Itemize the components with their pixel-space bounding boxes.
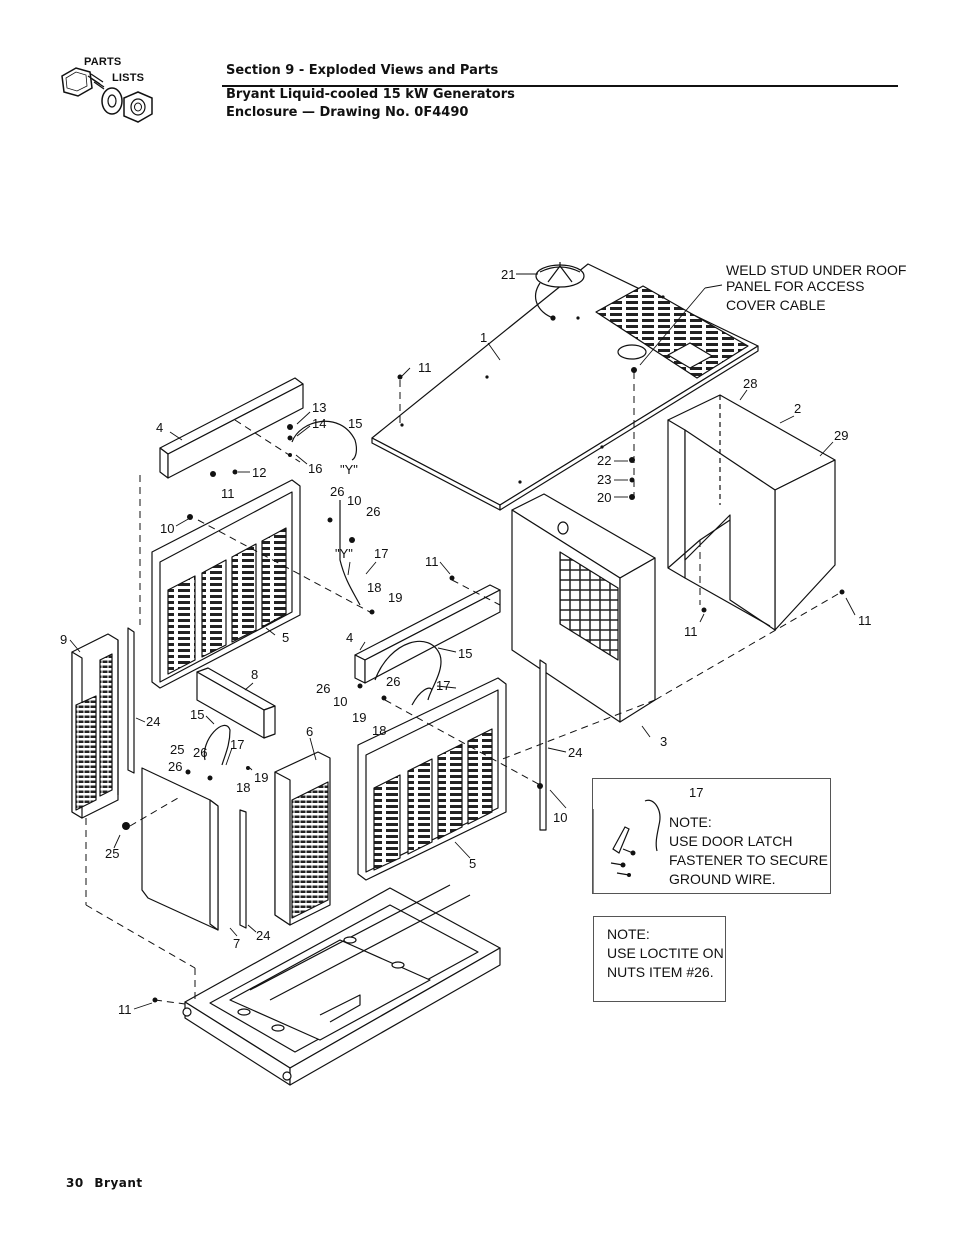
note-door-latch-line-2: USE DOOR LATCH	[669, 833, 793, 849]
note-door-latch-item: 17	[689, 785, 704, 800]
label-18-b: 18	[372, 723, 386, 738]
label-11-rail: 11	[221, 486, 235, 501]
note-loctite-line-3: NUTS ITEM #26.	[607, 964, 714, 980]
bolt-nut-washer-icon	[61, 67, 153, 123]
drawing-subtitle-2: Enclosure — Drawing No. 0F4490	[226, 105, 469, 120]
label-10-d: 10	[553, 810, 567, 825]
top-rail	[159, 377, 304, 479]
label-26-b: 26	[366, 504, 380, 519]
base-frame	[182, 884, 501, 1086]
label-26-d: 26	[386, 674, 400, 689]
label-24-c: 24	[256, 928, 270, 943]
label-17-c: 17	[230, 737, 244, 752]
section-title: Section 9 - Exploded Views and Parts	[226, 63, 499, 78]
label-13: 13	[312, 400, 326, 415]
label-11-housing: 11	[684, 624, 698, 639]
label-y-upper: "Y"	[340, 462, 358, 477]
label-23: 23	[597, 472, 611, 487]
label-24-a: 24	[146, 714, 160, 729]
label-3: 3	[660, 734, 667, 749]
logo-line-lists: LISTS	[112, 72, 145, 84]
label-22: 22	[597, 453, 611, 468]
note-loctite-line-1: NOTE:	[607, 926, 650, 942]
label-17-a: 17	[374, 546, 388, 561]
label-19-b: 19	[352, 710, 366, 725]
parts-lists-logo: PARTS LISTS	[58, 56, 170, 128]
note-door-latch-line-3: FASTENER TO SECURE	[669, 852, 828, 868]
label-16: 16	[308, 461, 322, 476]
note-door-latch-line-4: GROUND WIRE.	[669, 871, 776, 887]
label-28: 28	[743, 376, 757, 391]
note-door-latch-line-1: NOTE:	[669, 814, 712, 830]
label-26-c: 26	[316, 681, 330, 696]
label-26-e: 26	[193, 745, 207, 760]
trim-strips	[117, 627, 547, 929]
label-4-lower: 4	[346, 630, 353, 645]
label-12: 12	[252, 465, 266, 480]
label-24-b: 24	[568, 745, 582, 760]
label-11-base: 11	[118, 1002, 132, 1017]
label-6: 6	[306, 724, 313, 739]
front-door-upper	[151, 479, 301, 689]
side-housing	[667, 394, 836, 631]
weld-stud-callout: WELD STUD UNDER ROOF PANEL FOR ACCESS CO…	[726, 262, 906, 313]
note-loctite: NOTE: USE LOCTITE ON NUTS ITEM #26.	[593, 916, 726, 1002]
label-1: 1	[480, 330, 487, 345]
rear-panel	[511, 493, 656, 723]
label-19-c: 19	[254, 770, 268, 785]
weld-stud-line-2: PANEL FOR ACCESS	[726, 278, 864, 294]
small-door	[141, 767, 219, 931]
label-10-c: 10	[333, 694, 347, 709]
access-cover	[535, 262, 585, 321]
label-7: 7	[233, 936, 240, 951]
note-loctite-line-2: USE LOCTITE ON	[607, 945, 724, 961]
label-17-b: 17	[436, 678, 450, 693]
label-5-upper: 5	[282, 630, 289, 645]
weld-stud-line-1: WELD STUD UNDER ROOF	[726, 262, 906, 278]
label-10-a: 10	[347, 493, 361, 508]
label-11-mid: 11	[425, 554, 439, 569]
label-15-low: 15	[190, 707, 204, 722]
part-number-labels: 21 1 11 28 2 29 22 23 20 4 13 14 15 16 "…	[60, 267, 872, 1017]
label-20: 20	[597, 490, 611, 505]
label-2: 2	[794, 401, 801, 416]
label-26-a: 26	[330, 484, 344, 499]
label-y-lower: "Y"	[335, 546, 353, 561]
front-rail	[354, 584, 501, 684]
label-26-f: 26	[168, 759, 182, 774]
page-footer: 30 Bryant	[66, 1176, 143, 1190]
roof-panel	[371, 263, 759, 511]
label-11-roof: 11	[418, 360, 432, 375]
label-21: 21	[501, 267, 515, 282]
front-door-lower	[357, 677, 507, 881]
logo-line-parts: PARTS	[84, 56, 122, 68]
label-25-b: 25	[105, 846, 119, 861]
label-15-mid: 15	[458, 646, 472, 661]
label-18-c: 18	[236, 780, 250, 795]
footer-brand: Bryant	[94, 1176, 143, 1190]
page-number: 30	[66, 1176, 84, 1190]
end-panel	[71, 633, 119, 819]
label-8: 8	[251, 667, 258, 682]
header-rule	[222, 85, 898, 87]
weld-stud-line-3: COVER CABLE	[726, 297, 826, 313]
label-25-a: 25	[170, 742, 184, 757]
label-4-upper: 4	[156, 420, 163, 435]
door-latch-icon	[593, 799, 661, 893]
label-29: 29	[834, 428, 848, 443]
label-15-upper: 15	[348, 416, 362, 431]
label-10-b: 10	[160, 521, 174, 536]
label-18-a: 18	[367, 580, 381, 595]
label-19-a: 19	[388, 590, 402, 605]
filler-strip	[196, 667, 276, 739]
drawing-subtitle-1: Bryant Liquid-cooled 15 kW Generators	[226, 87, 515, 102]
label-5-lower: 5	[469, 856, 476, 871]
label-9: 9	[60, 632, 67, 647]
label-14: 14	[312, 416, 326, 431]
note-door-latch: 17 NOTE: USE DOOR LATCH FASTENER TO SECU…	[592, 778, 831, 894]
label-11-right: 11	[858, 613, 872, 628]
side-panel	[274, 751, 331, 926]
